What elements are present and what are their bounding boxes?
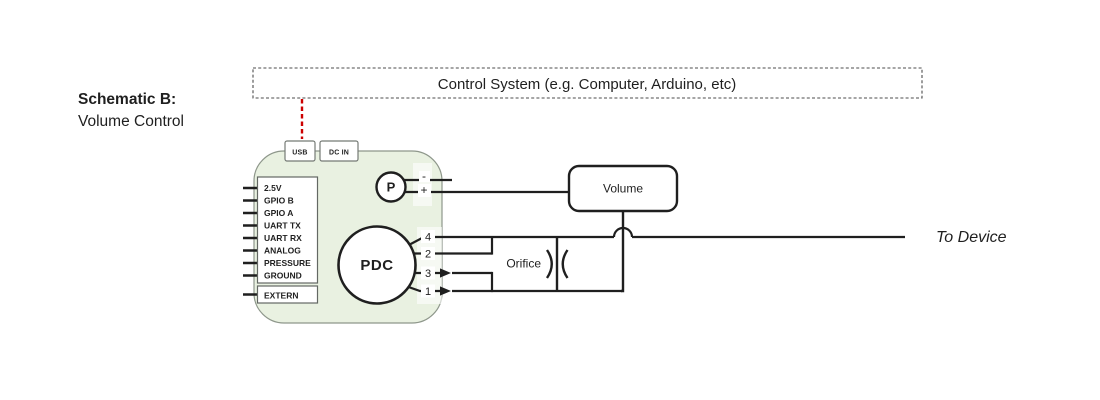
port1-arrow-icon — [440, 286, 451, 296]
usb-port-box — [284, 140, 316, 162]
pin-label-analog: ANALOG — [264, 246, 301, 256]
port4-rail-to-device — [404, 235, 905, 248]
usb-label: USB — [292, 150, 307, 157]
pdc-circle — [337, 225, 417, 305]
dcin-label: DC IN — [329, 150, 349, 157]
volume-box — [567, 164, 679, 213]
pin-label-box — [256, 176, 319, 284]
digit3-chip — [421, 266, 435, 280]
pin-label-uart-rx: UART RX — [264, 233, 302, 243]
pdc-label: PDC — [360, 257, 393, 274]
pin-label-extern: EXTERN — [264, 291, 298, 301]
digit4-chip — [421, 230, 435, 243]
sensor-minus-label: - — [422, 169, 426, 183]
digit2-chip — [421, 247, 435, 260]
pin-label-gpio-a: GPIO A — [264, 208, 293, 218]
pin-label-gpio-b: GPIO B — [264, 196, 294, 206]
sensor-plus-label: + — [420, 183, 427, 197]
orifice-paren-left — [545, 249, 553, 279]
dcin-port-box — [319, 140, 359, 162]
pin-stub-lines — [243, 186, 257, 296]
plus-chip — [418, 184, 431, 197]
pin-label-uart-tx: UART TX — [264, 221, 301, 231]
volume-drop-and-bottom-corner — [621, 211, 625, 293]
pressure-sensor-circle — [375, 171, 407, 203]
pin-label-2v5: 2.5V — [264, 183, 282, 193]
extern-label-box — [256, 285, 319, 304]
pdc-port4-label: 4 — [425, 232, 431, 244]
minus-chip — [419, 171, 430, 182]
pressure-sensor-label: P — [387, 180, 396, 195]
schematic-subtitle: Volume Control — [78, 113, 184, 130]
pdc-port1-label: 1 — [425, 286, 431, 298]
control-system-box — [252, 67, 923, 99]
pin-label-ground: GROUND — [264, 271, 302, 281]
volume-label: Volume — [603, 182, 643, 196]
schematic-title: Schematic B: — [78, 91, 176, 108]
pdc-port3-label: 3 — [425, 268, 431, 280]
orifice-label: Orifice — [506, 257, 541, 271]
control-system-label: Control System (e.g. Computer, Arduino, … — [438, 76, 736, 93]
to-device-label: To Device — [936, 229, 1007, 246]
orifice-paren-right — [561, 249, 569, 279]
pdc-port2-label: 2 — [425, 249, 431, 261]
pin-label-pressure: PRESSURE — [264, 258, 311, 268]
port3-arrow-icon — [440, 268, 451, 278]
digit1-chip — [421, 284, 435, 298]
